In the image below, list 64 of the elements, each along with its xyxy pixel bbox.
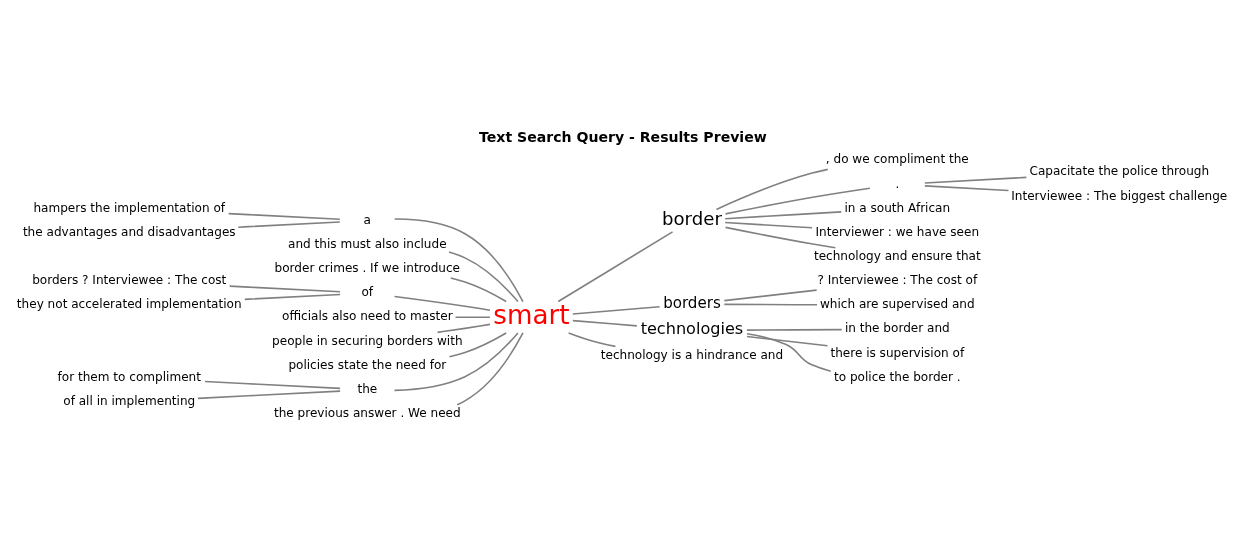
connector xyxy=(746,332,832,372)
node-text: , do we compliment the xyxy=(825,151,969,166)
node-text: of all in implementing xyxy=(63,393,196,408)
diagram-title: Text Search Query - Results Preview xyxy=(479,128,767,145)
node-text: to police the border . xyxy=(833,369,961,384)
connector xyxy=(393,295,491,311)
node-text: and this must also include xyxy=(288,236,447,251)
node-text: technology is a hindrance and xyxy=(600,347,784,362)
node-text: the xyxy=(357,381,378,396)
connector xyxy=(449,276,507,302)
connector xyxy=(456,331,524,406)
connector xyxy=(572,305,661,315)
node-text: a xyxy=(363,212,372,227)
node-text: of xyxy=(361,284,374,299)
node-text: for them to compliment xyxy=(57,369,201,384)
node-text: smart xyxy=(493,299,570,330)
node-text: policies state the need for xyxy=(288,357,447,372)
node-text: officials also need to master xyxy=(282,308,453,323)
connector xyxy=(393,331,519,391)
node-text: border crimes . If we introduce xyxy=(274,260,461,275)
connector xyxy=(723,288,818,301)
node-text: ? Interviewee : The cost of xyxy=(817,272,978,287)
connector xyxy=(746,328,843,331)
node-text: border xyxy=(662,207,722,229)
connector xyxy=(393,217,524,302)
connector xyxy=(237,220,341,228)
connector xyxy=(724,210,843,220)
node-text: in the border and xyxy=(844,320,950,335)
connector xyxy=(723,303,818,306)
node-text: there is supervision of xyxy=(830,345,965,360)
node-text: borders ? Interviewee : The cost xyxy=(32,272,227,287)
node-text: Interviewer : we have seen xyxy=(815,224,980,239)
connector xyxy=(715,168,829,210)
connector xyxy=(197,389,341,399)
connector xyxy=(924,184,1010,191)
connector xyxy=(572,319,638,327)
connector xyxy=(557,230,674,302)
connector xyxy=(244,293,341,300)
connector xyxy=(448,331,507,358)
connector xyxy=(204,380,341,389)
node-text: . xyxy=(895,176,900,191)
connector xyxy=(228,284,341,293)
node-text: borders xyxy=(663,293,721,312)
connector xyxy=(454,315,491,318)
node-text: which are supervised and xyxy=(819,296,975,311)
node-text: the advantages and disadvantages xyxy=(22,224,236,239)
node-text: hampers the implementation of xyxy=(33,200,226,215)
connector xyxy=(724,186,871,215)
connector xyxy=(724,226,837,249)
node-text: technology and ensure that xyxy=(813,248,981,263)
connector xyxy=(227,212,341,220)
node-text: the previous answer . We need xyxy=(273,405,461,420)
connector xyxy=(448,250,519,302)
connector xyxy=(436,323,491,333)
node-text: Capacitate the police through xyxy=(1029,163,1210,178)
connector xyxy=(567,331,617,347)
node-text: Interviewee : The biggest challenge xyxy=(1011,188,1228,203)
connector xyxy=(746,335,829,346)
node-text: technologies xyxy=(640,318,744,338)
connector xyxy=(724,221,813,228)
node-text: people in securing borders with xyxy=(272,333,463,348)
node-text: they not accelerated implementation xyxy=(16,296,242,311)
node-text: in a south African xyxy=(844,200,951,215)
connector xyxy=(924,176,1028,184)
